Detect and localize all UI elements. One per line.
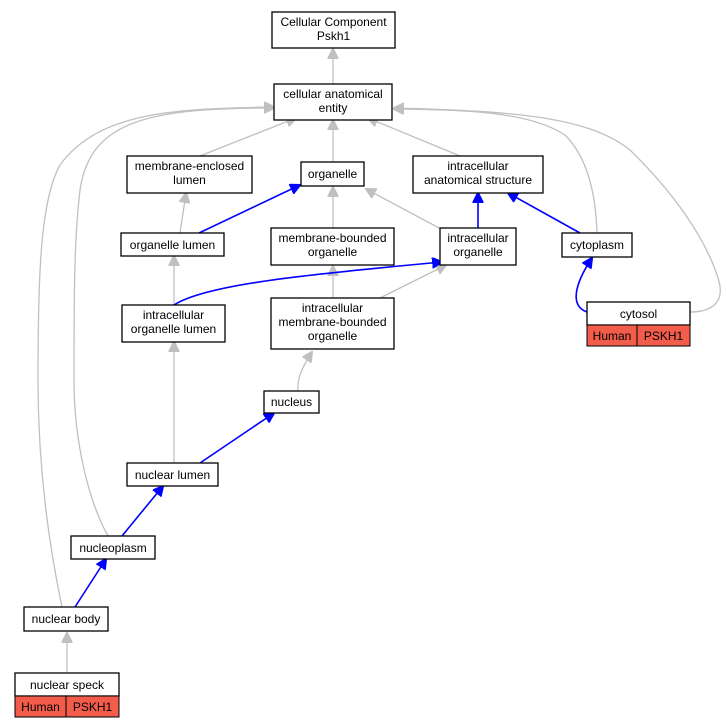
edge-intracellular-structure-to-entity: [368, 118, 461, 157]
node-label-line1: intracellular: [447, 159, 508, 173]
node-label-line1: membrane-enclosed: [135, 159, 244, 173]
node-cytoplasm[interactable]: cytoplasm: [561, 232, 633, 258]
node-cellular-anatomical-entity[interactable]: cellular anatomical entity: [273, 83, 393, 121]
node-organelle-lumen[interactable]: organelle lumen: [120, 232, 225, 257]
node-intracellular-membrane-bounded-organelle[interactable]: intracellular membrane-bounded organelle: [270, 297, 395, 350]
node-label-line3: organelle: [308, 329, 358, 343]
node-membrane-bounded-organelle[interactable]: membrane-bounded organelle: [270, 227, 395, 266]
node-label: nucleoplasm: [79, 541, 146, 555]
node-organelle[interactable]: organelle: [300, 161, 365, 187]
edge-organelle-lumen-to-membrane-enclosed-lumen: [180, 193, 186, 234]
species-label: Human: [21, 700, 60, 714]
node-label-line2: organelle: [308, 245, 358, 259]
node-label-line1: intracellular: [143, 308, 204, 322]
node-intracellular-anatomical-structure[interactable]: intracellular anatomical structure: [412, 155, 544, 194]
edge-intracellular-organelle-to-organelle: [366, 189, 442, 230]
node-label-line1: intracellular: [302, 301, 363, 315]
node-label: organelle lumen: [130, 238, 215, 252]
node-label: nuclear lumen: [135, 468, 210, 482]
node-label-line1: membrane-bounded: [278, 231, 386, 245]
edge-nucleus-to-intracellular-mbo: [297, 352, 312, 392]
gene-label: PSKH1: [73, 700, 113, 714]
node-label: cytoplasm: [570, 238, 624, 252]
node-label-line2: anatomical structure: [424, 173, 532, 187]
node-nucleus[interactable]: nucleus: [263, 390, 320, 414]
node-label-line1: cellular anatomical: [283, 87, 382, 101]
node-nucleoplasm[interactable]: nucleoplasm: [70, 535, 156, 560]
node-membrane-enclosed-lumen[interactable]: membrane-enclosed lumen: [126, 155, 253, 194]
node-label-line1: Cellular Component: [280, 15, 387, 29]
edge-nuclear-body-to-entity: [37, 107, 274, 608]
gene-tag: [636, 324, 691, 347]
node-nuclear-lumen[interactable]: nuclear lumen: [126, 462, 219, 487]
gene-label: PSKH1: [644, 329, 684, 343]
edge-nuclear-lumen-to-nucleus: [199, 413, 274, 464]
node-label: nuclear body: [32, 612, 101, 626]
node-intracellular-organelle[interactable]: intracellular organelle: [439, 227, 517, 266]
node-label-line2: organelle: [453, 245, 503, 259]
node-label-line2: lumen: [173, 173, 206, 187]
edge-cytoplasm-to-intracellular-structure: [508, 193, 581, 234]
node-label-line2: Pskh1: [317, 29, 351, 43]
node-cytosol[interactable]: cytosol Human PSKH1: [586, 301, 691, 347]
edge-organelle-lumen-to-organelle: [198, 185, 300, 234]
node-label-line2: membrane-bounded: [278, 315, 386, 329]
node-label: nuclear speck: [30, 678, 105, 692]
edge-intracellular-organelle-lumen-to-intracellular-organelle: [173, 262, 442, 306]
gene-tag: [65, 695, 120, 718]
edge-cytosol-to-cytoplasm: [575, 258, 592, 313]
edge-intracellular-mbo-to-intracellular-organelle: [379, 265, 446, 299]
node-nuclear-speck[interactable]: nuclear speck Human PSKH1: [14, 672, 120, 718]
node-label: cytosol: [620, 307, 657, 321]
node-label-line1: intracellular: [447, 231, 508, 245]
node-label-line2: entity: [319, 101, 348, 115]
edge-nuclear-body-to-nucleoplasm: [74, 559, 106, 608]
node-nuclear-body[interactable]: nuclear body: [23, 606, 109, 632]
edge-nucleoplasm-to-entity: [73, 108, 274, 537]
edge-membrane-enclosed-lumen-to-entity: [199, 118, 296, 157]
species-label: Human: [593, 329, 632, 343]
edges: [37, 49, 721, 672]
edge-nucleoplasm-to-nuclear-lumen: [121, 486, 163, 537]
edge-cytosol-to-entity: [394, 108, 721, 313]
node-cellular-component-pskh1[interactable]: Cellular Component Pskh1: [271, 11, 396, 49]
node-intracellular-organelle-lumen[interactable]: intracellular organelle lumen: [121, 304, 226, 343]
node-label: nucleus: [271, 395, 312, 409]
node-label-line2: organelle lumen: [131, 322, 216, 336]
node-label: organelle: [308, 167, 358, 181]
